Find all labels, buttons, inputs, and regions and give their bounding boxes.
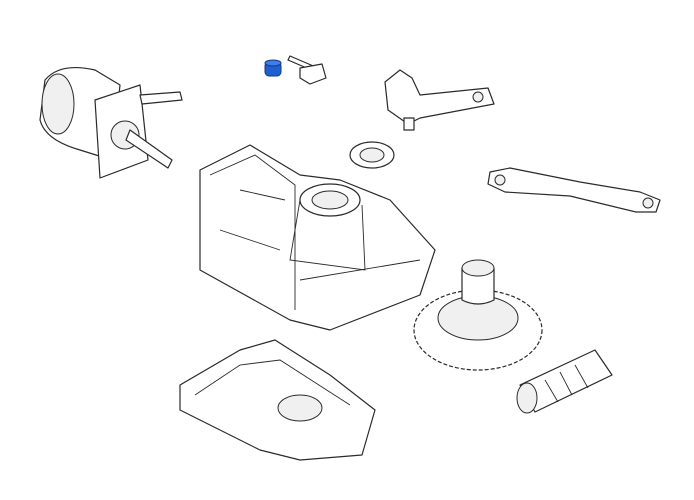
gearbox-housing[interactable]	[199, 144, 436, 331]
connecting-arm[interactable]	[487, 167, 661, 213]
bearing-ring[interactable]	[349, 141, 395, 169]
electric-motor[interactable]	[39, 67, 183, 179]
housing-cover[interactable]	[179, 339, 376, 461]
highlighted-knob[interactable]	[264, 59, 282, 77]
drive-gear[interactable]	[413, 259, 543, 371]
worm-shaft[interactable]	[516, 349, 613, 414]
release-pin[interactable]	[287, 55, 327, 85]
lever-arm[interactable]	[384, 69, 495, 131]
